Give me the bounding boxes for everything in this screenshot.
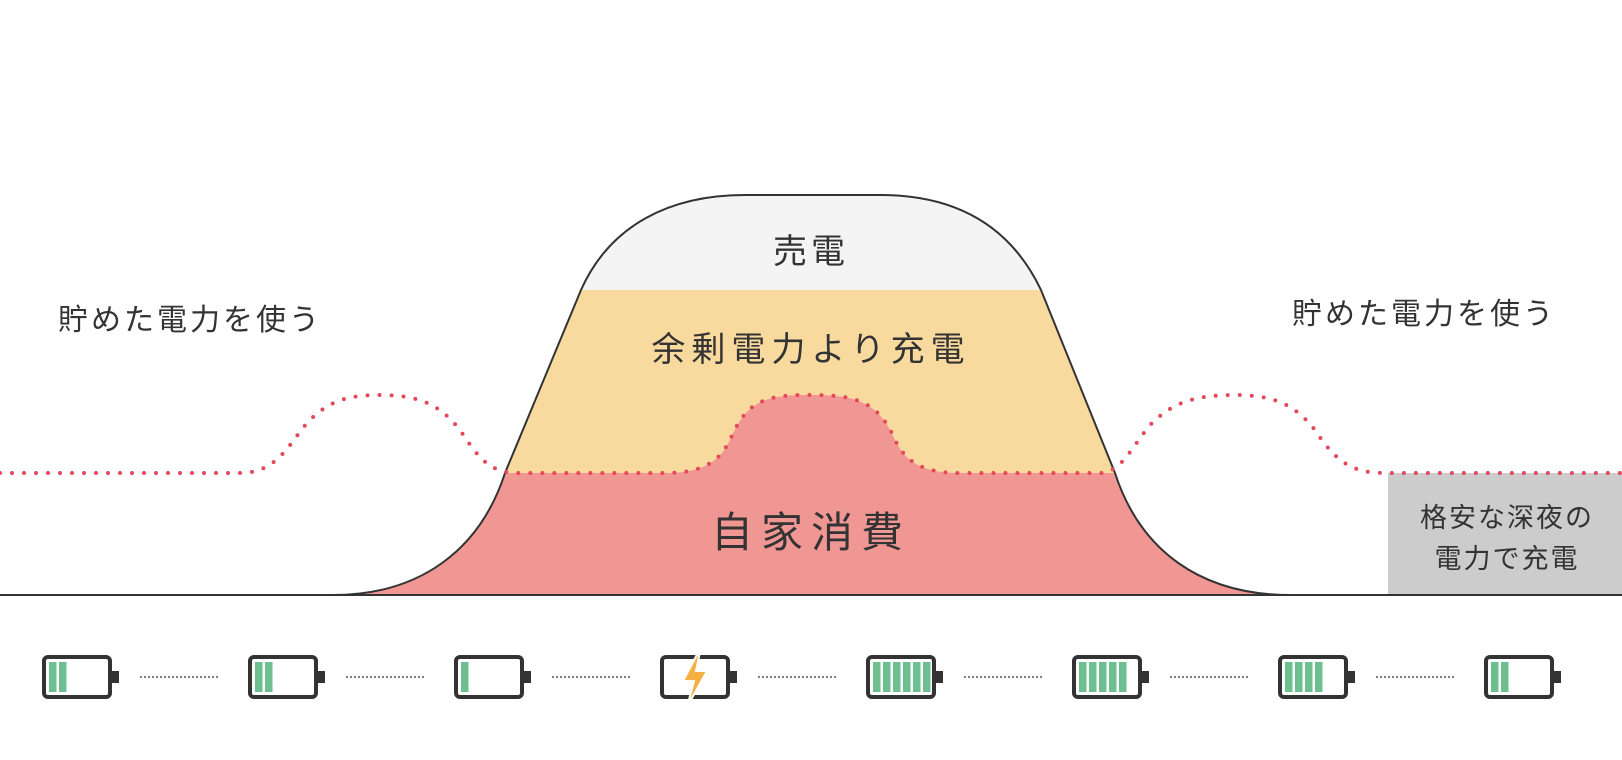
battery-terminal	[730, 671, 737, 683]
battery-icon	[1484, 655, 1561, 699]
use-stored-label-right: 貯めた電力を使う	[1292, 297, 1556, 332]
night-charge-label-line2: 電力で充電	[1435, 544, 1580, 575]
battery-icon	[866, 655, 943, 699]
battery-level-bar	[1119, 662, 1127, 692]
battery-charging-icon	[660, 646, 737, 708]
battery-terminal	[1348, 671, 1355, 683]
battery-terminal	[524, 671, 531, 683]
battery-level-bar	[1501, 662, 1509, 692]
battery-terminal	[1554, 671, 1561, 683]
battery-row	[42, 646, 1561, 708]
generation-curve	[332, 194, 1291, 596]
battery-icon	[248, 655, 325, 699]
battery-level-bar	[461, 662, 469, 692]
battery-level-bar	[59, 662, 67, 692]
night-charge-area	[1388, 473, 1622, 595]
surplus-charge-label: 余剰電力より充電	[651, 330, 970, 370]
battery-icon	[454, 655, 531, 699]
battery-level-bar	[1109, 662, 1117, 692]
battery-level-bar	[1315, 662, 1323, 692]
battery-body	[454, 655, 524, 699]
lightning-icon	[681, 646, 709, 708]
battery-level-bar	[1491, 662, 1499, 692]
battery-terminal	[1142, 671, 1149, 683]
battery-level-bar	[1079, 662, 1087, 692]
battery-level-bar	[1285, 662, 1293, 692]
battery-level-bar	[255, 662, 263, 692]
battery-level-bar	[873, 662, 881, 692]
battery-terminal	[318, 671, 325, 683]
battery-icon	[1072, 655, 1149, 699]
use-stored-label-left: 貯めた電力を使う	[58, 303, 322, 338]
battery-level-bar	[1305, 662, 1313, 692]
surplus-charge-area	[505, 290, 1115, 473]
battery-level-bar	[1099, 662, 1107, 692]
battery-level-bar	[1089, 662, 1097, 692]
sell-area	[581, 195, 1041, 290]
consumption-dotted-line	[0, 392, 1622, 475]
self-consumption-label: 自家消費	[711, 508, 911, 557]
self-consumption-area	[333, 473, 1290, 595]
battery-level-bar	[923, 662, 931, 692]
sell-label: 売電	[773, 232, 849, 272]
battery-level-bar	[265, 662, 273, 692]
self-consumption-peak	[505, 395, 1115, 473]
battery-level-bar	[903, 662, 911, 692]
battery-icon	[1278, 655, 1355, 699]
battery-terminal	[112, 671, 119, 683]
battery-level-bar	[1295, 662, 1303, 692]
night-charge-label-line1: 格安な深夜の	[1420, 503, 1594, 534]
battery-level-bar	[893, 662, 901, 692]
battery-level-bar	[883, 662, 891, 692]
battery-terminal	[936, 671, 943, 683]
battery-level-bar	[49, 662, 57, 692]
battery-icon	[42, 655, 119, 699]
battery-level-bar	[913, 662, 921, 692]
